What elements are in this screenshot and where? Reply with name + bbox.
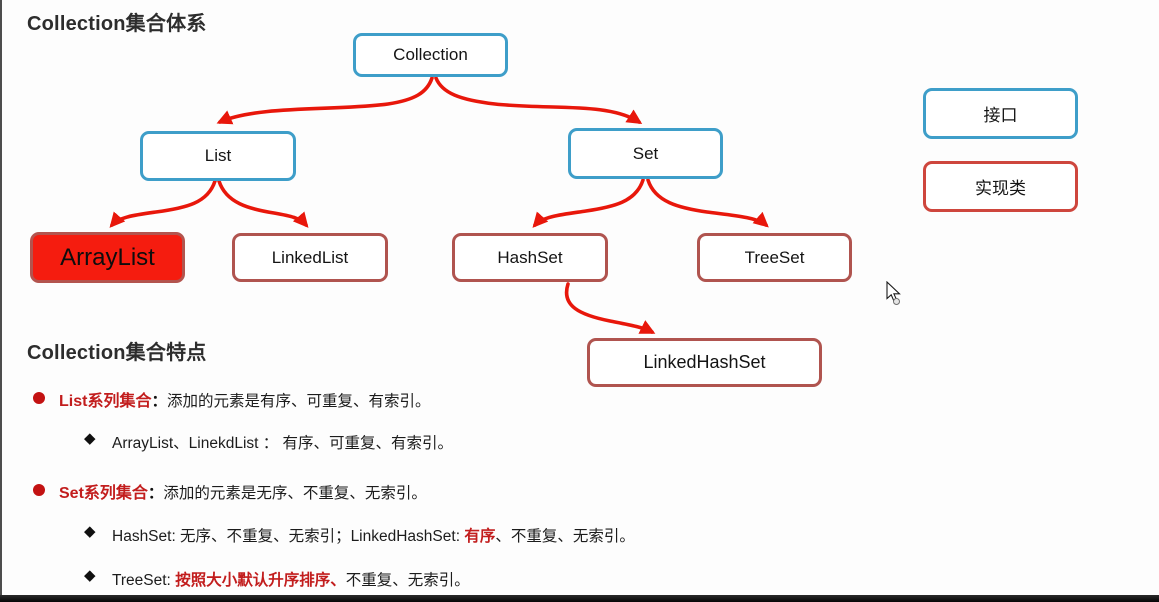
node-collection: Collection (353, 33, 508, 77)
node-arraylist-label: ArrayList (60, 243, 155, 271)
note-treeset: TreeSet: 按照大小默认升序排序、不重复、无索引。 (112, 568, 470, 590)
note-hashset-red: 有序 (464, 528, 496, 545)
note-list-series-body: 添加的元素是有序、可重复、有索引。 (166, 393, 431, 410)
note-hashset-pre: HashSet: 无序、不重复、无索引；LinkedHashSet: (112, 528, 465, 545)
node-collection-label: Collection (393, 45, 468, 64)
note-arraylist-linkedlist: ArrayList、LinekdList ： 有序、可重复、有索引。 (112, 431, 453, 453)
window-left-edge (0, 0, 2, 602)
node-treeset: TreeSet (697, 233, 852, 282)
node-set: Set (568, 128, 723, 179)
node-arraylist-highlighted: ArrayList (30, 232, 185, 283)
mouse-cursor-icon (886, 281, 901, 305)
note-arraylist-linkedlist-body: ArrayList、LinekdList ： 有序、可重复、有索引。 (112, 435, 454, 452)
arrow-list-to-arraylist (109, 179, 217, 228)
legend-implementation: 实现类 (923, 161, 1078, 212)
note-set-series-head: Set系列集合 (59, 485, 148, 502)
note-treeset-pre: TreeSet: (112, 572, 176, 589)
arrow-hashset-to-linkedhashset (564, 282, 656, 334)
note-treeset-post: 不重复、无索引。 (345, 572, 470, 589)
note-set-series-body: 添加的元素是无序、不重复、无索引。 (163, 485, 427, 502)
legend-interface-label: 接口 (983, 106, 1018, 125)
node-treeset-label: TreeSet (744, 247, 805, 267)
node-linkedlist-label: LinkedList (271, 247, 349, 267)
note-set-series-colon: ： (147, 485, 164, 502)
note-hashset-post: 、不重复、无索引。 (495, 528, 635, 545)
legend-interface: 接口 (923, 88, 1078, 139)
arrow-collection-to-list (216, 76, 434, 125)
node-hashset: HashSet (452, 233, 608, 282)
arrow-set-to-hashset (532, 178, 645, 228)
node-hashset-label: HashSet (497, 247, 563, 267)
note-set-series: Set系列集合：添加的元素是无序、不重复、无索引。 (59, 479, 427, 503)
note-list-series: List系列集合：添加的元素是有序、可重复、有索引。 (59, 387, 430, 411)
node-list-label: List (204, 146, 232, 165)
node-linkedlist: LinkedList (232, 233, 388, 282)
diamond-bullet-icon: ◆ (84, 523, 96, 540)
arrow-list-to-linkedlist (217, 179, 309, 228)
diamond-bullet-icon: ◆ (84, 430, 96, 447)
arrow-collection-to-set (434, 76, 643, 125)
node-list: List (140, 131, 296, 181)
node-linkedhashset-label: LinkedHashSet (643, 352, 766, 372)
note-list-series-head: List系列集合 (59, 393, 152, 410)
page-title: Collection集合体系 (27, 13, 207, 35)
bullet-dot-icon (33, 484, 45, 496)
bottom-bar (0, 595, 1159, 602)
arrow-set-to-treeset (646, 178, 769, 228)
legend-implementation-label: 实现类 (975, 179, 1026, 198)
note-hashset-linkedhashset: HashSet: 无序、不重复、无索引；LinkedHashSet: 有序、不重… (112, 524, 635, 546)
note-treeset-red: 按照大小默认升序排序、 (175, 572, 346, 589)
node-linkedhashset: LinkedHashSet (587, 338, 822, 387)
note-list-series-colon: ： (151, 393, 167, 410)
section-title-features: Collection集合特点 (27, 342, 207, 364)
node-set-label: Set (632, 143, 659, 163)
bullet-dot-icon (33, 392, 45, 404)
diamond-bullet-icon: ◆ (84, 567, 96, 584)
